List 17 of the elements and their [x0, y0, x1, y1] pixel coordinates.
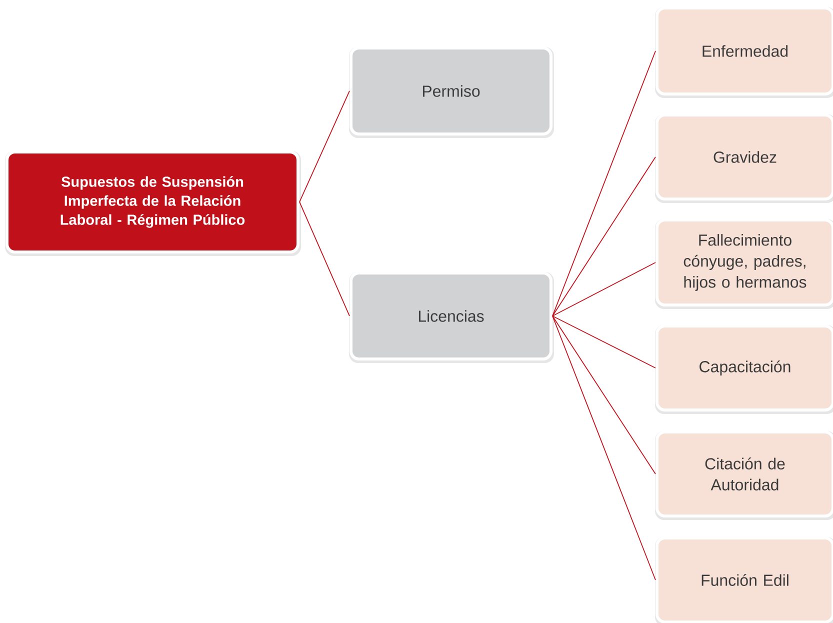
- category-box: Licencias: [349, 271, 554, 363]
- item-box: Enfermedad: [655, 6, 833, 98]
- connector-line: [552, 316, 656, 580]
- item-box: Citación de Autoridad: [655, 430, 833, 520]
- connector-line: [552, 50, 656, 316]
- item-box: Gravidez: [655, 114, 833, 203]
- connector-line: [552, 316, 656, 474]
- item-box: Capacitación: [655, 324, 833, 414]
- item-box: Función Edil: [655, 536, 833, 623]
- connector-line: [299, 202, 350, 316]
- connector-line: [552, 156, 656, 316]
- item-box: Fallecimiento cónyuge, padres, hijos o hermanos: [655, 218, 833, 309]
- connector-line: [552, 262, 656, 316]
- category-box: Permiso: [349, 46, 554, 138]
- header-box: Supuestos de Suspensión Imperfecta de la Relación Laboral - Régimen Público: [5, 150, 301, 256]
- connector-line: [552, 316, 656, 368]
- connector-line: [299, 90, 350, 202]
